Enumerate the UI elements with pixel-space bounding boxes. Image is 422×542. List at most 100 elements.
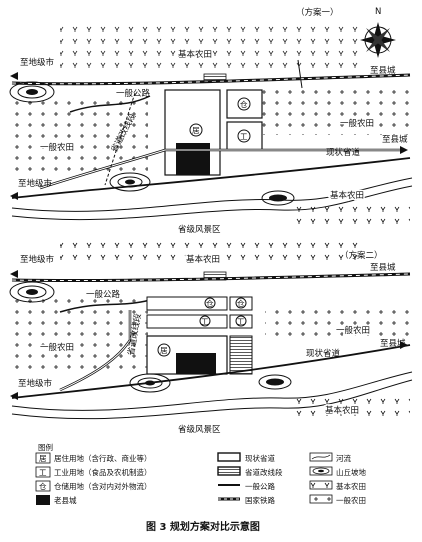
basic-farmland-right-label: 基本农田 <box>330 190 364 201</box>
legend-label: 居住用地（含行政、商业等） <box>54 453 152 463</box>
general-farmland-right-area-2 <box>265 310 410 340</box>
industrial-symbol: 工 <box>240 132 248 141</box>
current-provincial-road-2 <box>11 344 411 399</box>
to-city-bottom-label: 至地级市 <box>18 178 53 189</box>
industrial-symbol-b: 工 <box>237 317 245 326</box>
scenic-area-label: 省级风景区 <box>178 224 221 235</box>
arrow-left-icon-3 <box>10 270 18 278</box>
old-county-town-2 <box>176 353 216 374</box>
storage-symbol-a: 仓 <box>206 298 214 308</box>
legend-label: 省道改线段 <box>245 467 283 477</box>
general-road-label: 一般公路 <box>116 88 151 99</box>
legend-label: 老县城 <box>54 495 77 505</box>
hill-slope-right-2 <box>258 374 292 390</box>
to-county-top-label-2: 至县城 <box>370 263 396 273</box>
general-farmland-left-label-2: 一般农田 <box>40 342 74 353</box>
current-provincial-label-2: 现状省道 <box>306 348 341 359</box>
general-road-2 <box>59 299 151 313</box>
industrial-block <box>226 121 263 151</box>
legend-item-storage: 仓 仓储用地（含对内对外物流） <box>35 480 152 492</box>
general-road <box>69 95 151 113</box>
basic-farmland-top-label-2: 基本农田 <box>186 254 220 265</box>
residential-symbol: 居 <box>192 126 200 135</box>
river-edge-1 <box>11 177 413 212</box>
national-railway-2 <box>11 272 411 283</box>
railway-station-2 <box>203 271 227 281</box>
storage-block-b <box>229 296 253 311</box>
north-label: N <box>375 7 381 17</box>
legend-label: 一般公路 <box>245 481 275 491</box>
national-railway <box>11 73 411 86</box>
legend-item-river: 河流 <box>309 452 351 463</box>
industrial-symbol-a: 工 <box>201 317 209 326</box>
scheme-1-label: （方案一） <box>296 7 339 18</box>
arrow-right-icon <box>400 146 408 154</box>
legend-label: 国家铁路 <box>245 495 275 505</box>
to-county-mid-label: 至县城 <box>382 135 408 145</box>
river-edge-3 <box>11 371 413 411</box>
current-provincial-road <box>11 157 411 199</box>
basic-farmland-right-label-2: 基本农田 <box>325 405 359 416</box>
town-blocks-scheme-2: 仓 仓 工 工 居 <box>146 296 253 375</box>
to-county-top-label: 至县城 <box>370 66 396 76</box>
scenic-area-label-2: 省级风景区 <box>178 424 221 435</box>
realign-corridor <box>229 335 253 375</box>
river-edge-2 <box>11 185 413 221</box>
legend-label: 现状省道 <box>245 453 275 463</box>
road-connector <box>297 59 303 89</box>
legend-item-realigned: 省道改线段 <box>217 466 283 477</box>
north-arrow-icon: N <box>360 7 396 58</box>
svg-text:工: 工 <box>39 468 47 477</box>
storage-symbol: 仓 <box>240 99 248 109</box>
arrow-left-icon <box>10 72 18 80</box>
realign-spur <box>104 92 136 186</box>
basic-farmland-right-area <box>290 200 410 230</box>
general-farmland-right-label-2: 一般农田 <box>336 325 370 336</box>
scheme-2-label: （方案二） <box>340 250 383 261</box>
old-county-town <box>176 143 210 175</box>
hill-slope-left-2 <box>9 281 55 303</box>
hill-slope-left <box>9 81 55 103</box>
arrow-left-icon-2 <box>10 192 18 200</box>
legend-item-industrial: 工 工业用地（食品及农机制造） <box>35 466 152 478</box>
legend-label: 山丘坡地 <box>336 467 366 477</box>
hill-slope-right <box>261 190 295 206</box>
legend-item-general-road: 一般公路 <box>218 481 275 491</box>
basic-farmland-top-label: 基本农田 <box>178 49 212 60</box>
figure-caption: 图 3 规划方案对比示意图 <box>146 520 260 533</box>
legend-label: 仓储用地（含对内对外物流） <box>54 481 152 491</box>
general-farmland-left-area-2 <box>8 292 148 372</box>
legend-item-railway: 国家铁路 <box>218 495 275 505</box>
arrow-right-icon-2 <box>400 341 408 349</box>
basic-farmland-right-area-2 <box>290 392 410 420</box>
map-scheme-1: （方案一） N 基本农田 至地级市 至县城 一般农田 <box>8 7 413 235</box>
legend-item-old-town: 老县城 <box>36 495 77 505</box>
town-blocks-scheme-1: 仓 工 居 <box>164 89 263 176</box>
legend-item-current-provincial: 现状省道 <box>217 452 275 463</box>
current-provincial-label: 现状省道 <box>326 147 361 158</box>
svg-text:居: 居 <box>39 454 47 463</box>
legend-item-basic-farmland: 基本农田 <box>309 480 366 491</box>
svg-text:仓: 仓 <box>39 481 47 491</box>
general-farmland-left-label: 一般农田 <box>40 142 74 153</box>
to-city-top-label: 至地级市 <box>20 57 55 68</box>
storage-symbol-b: 仓 <box>237 298 245 308</box>
to-county-mid-label-2: 至县城 <box>380 339 406 349</box>
arrow-left-icon-4 <box>10 392 18 400</box>
legend: 图例 居 居住用地（含行政、商业等） 工 工业用地（食品及农机制造） 仓 仓储用… <box>35 442 366 505</box>
legend-label: 河流 <box>336 453 351 463</box>
legend-title: 图例 <box>38 442 53 452</box>
map-scheme-2: （方案二） 基本农田 至地级市 至县城 一般农田 一般公路 <box>8 238 413 435</box>
basic-farmland-top-area <box>60 22 360 70</box>
general-farmland-right-area <box>260 90 410 135</box>
industrial-block-b <box>229 314 253 329</box>
legend-label: 工业用地（食品及农机制造） <box>54 467 152 477</box>
general-road-label-2: 一般公路 <box>86 289 121 300</box>
legend-item-hill: 山丘坡地 <box>309 466 366 477</box>
legend-label: 一般农田 <box>336 495 366 505</box>
basic-farmland-top-area-2 <box>60 238 360 264</box>
storage-block <box>226 89 263 119</box>
legend-item-residential: 居 居住用地（含行政、商业等） <box>35 452 152 464</box>
general-farmland-right-label: 一般农田 <box>340 118 374 129</box>
